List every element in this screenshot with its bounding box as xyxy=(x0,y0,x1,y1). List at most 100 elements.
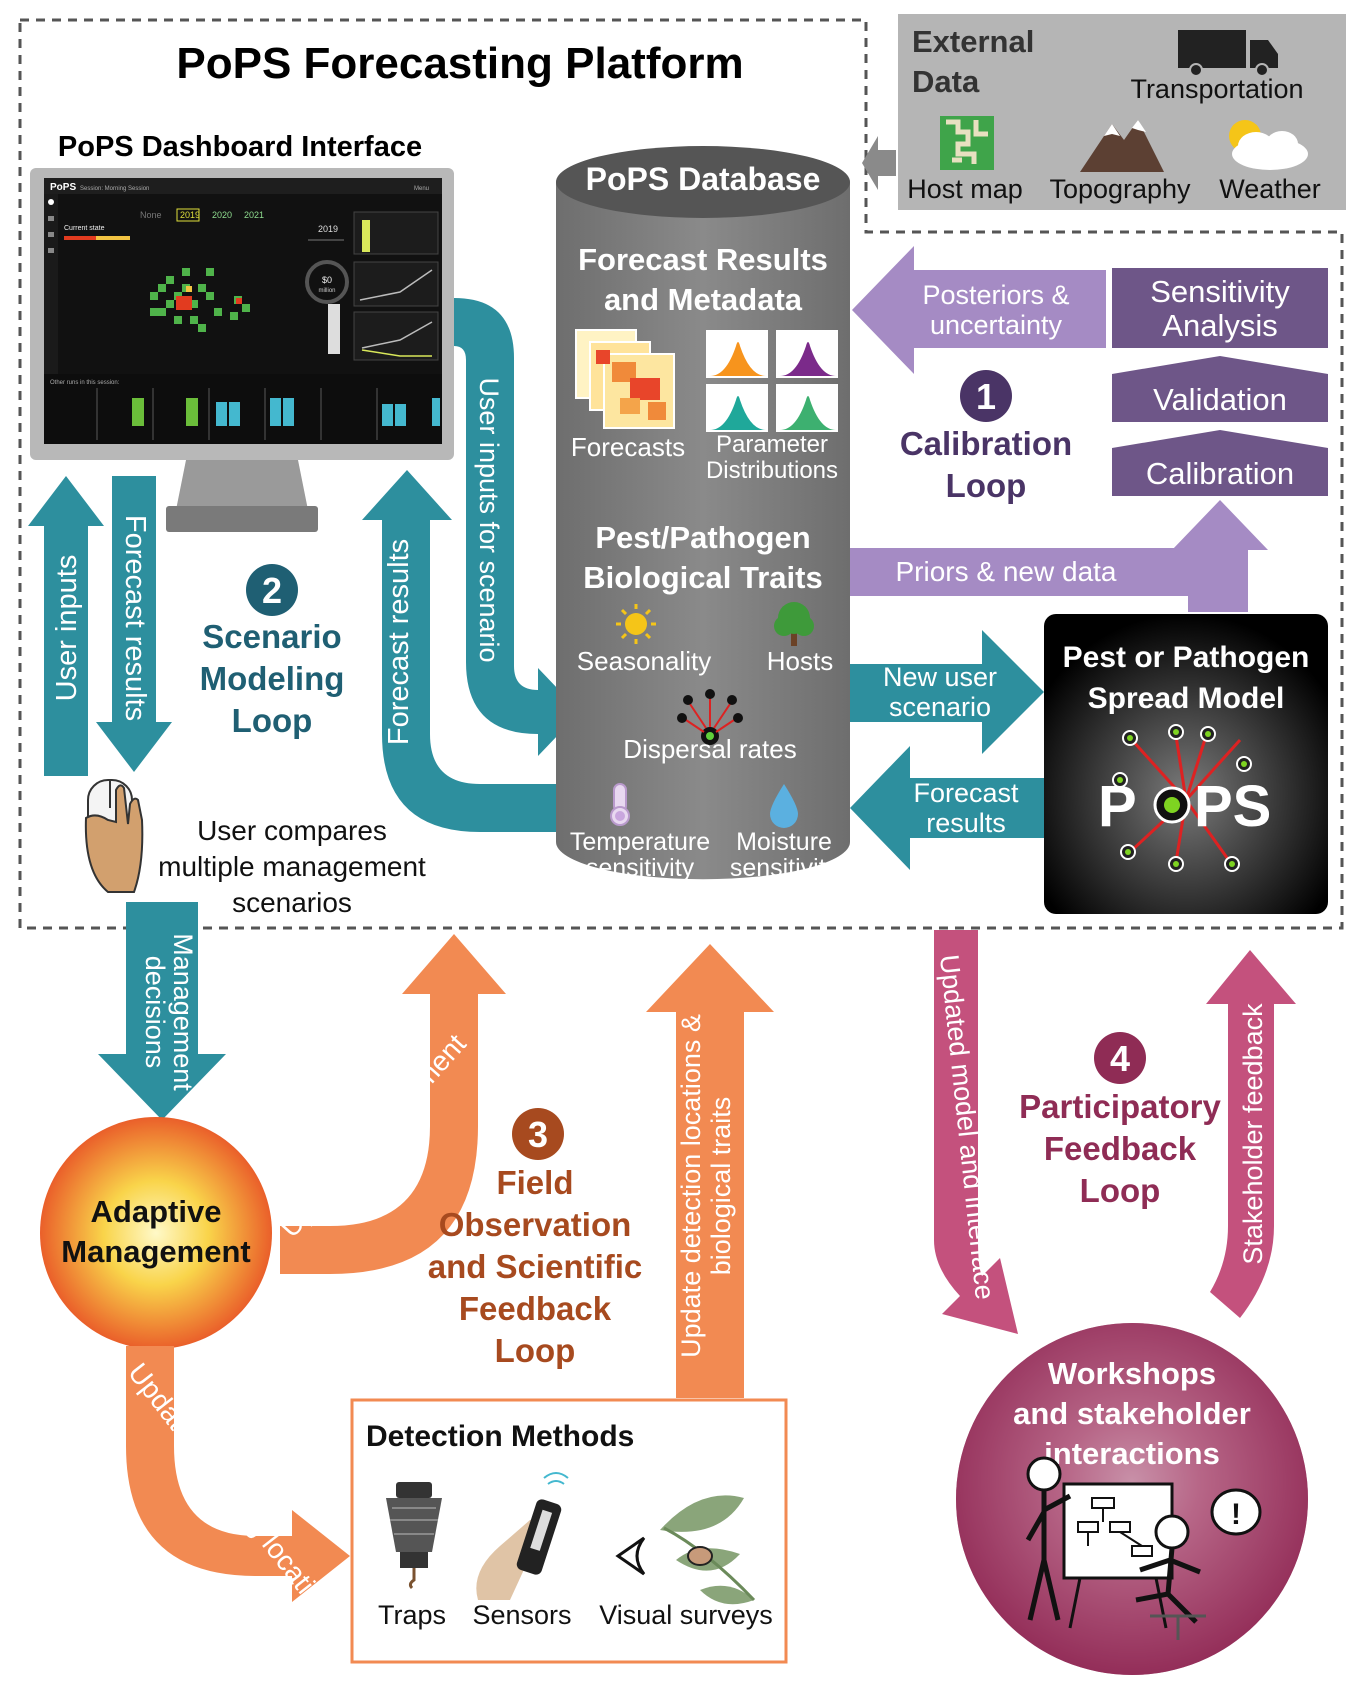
forecast-results-down-arrow xyxy=(96,476,172,772)
dashboard-gauge-value: $0 xyxy=(322,275,332,285)
workshops-label-2: and stakeholder xyxy=(1013,1396,1251,1431)
calibration-loop-label-2: Loop xyxy=(946,467,1027,504)
user-inputs-label: User inputs xyxy=(51,555,83,702)
water-drop-icon xyxy=(770,784,798,828)
dispersal-label: Dispersal rates xyxy=(623,734,796,764)
temp-label-2: sensitivity xyxy=(586,854,695,882)
field-loop-label-4: Feedback xyxy=(459,1290,612,1327)
forecast-back-label-2: results xyxy=(926,808,1006,838)
forecasts-label: Forecasts xyxy=(571,432,685,462)
participatory-number: 4 xyxy=(1110,1038,1130,1079)
weather-label: Weather xyxy=(1219,174,1321,204)
calibration-loop-label-1: Calibration xyxy=(900,425,1072,462)
dashboard-year-2019[interactable]: 2019 xyxy=(180,210,200,220)
scenario-loop-label-1: Scenario xyxy=(202,618,341,655)
validation-box xyxy=(1112,356,1328,422)
management-label-1: Management xyxy=(168,933,198,1091)
dispersal-icon xyxy=(677,689,743,745)
forecast-results-title-2: and Metadata xyxy=(604,282,803,317)
topography-label: Topography xyxy=(1049,174,1191,204)
stakeholder-people-icon: ! xyxy=(1025,1456,1262,1640)
parameter-label-1: Parameter xyxy=(716,431,828,458)
dashboard-year-display: 2019 xyxy=(318,224,338,234)
dashboard-year-2021[interactable]: 2021 xyxy=(244,210,264,220)
management-label-2: decisions xyxy=(140,956,170,1069)
dashboard-other-runs: Other runs in this session: xyxy=(50,380,120,386)
calibration-box-label: Calibration xyxy=(1146,456,1294,491)
dashboard-menu[interactable]: Menu xyxy=(414,186,429,192)
update-management-arrow xyxy=(280,934,506,1274)
posteriors-arrow xyxy=(852,246,1106,374)
external-data-arrow xyxy=(862,136,896,190)
pops-logo: P PS xyxy=(1098,724,1271,872)
database-cylinder: PoPS Database Forecast Results and Metad… xyxy=(556,146,850,882)
sensitivity-label-2: Analysis xyxy=(1162,308,1277,343)
workshops-label-3: interactions xyxy=(1044,1436,1220,1471)
update-sampling-arrow xyxy=(126,1346,350,1602)
forecast-results-up-arrow xyxy=(362,470,578,832)
spread-model-title-1: Pest or Pathogen xyxy=(1063,641,1310,674)
external-data-panel: External Data Transportation Host map To… xyxy=(898,14,1346,210)
dashboard-logo: PoPS xyxy=(50,182,76,193)
calibration-box xyxy=(1112,430,1328,496)
stakeholder-feedback-arrow xyxy=(1206,950,1296,1318)
host-map-icon xyxy=(940,116,994,170)
sensitivity-analysis-box xyxy=(1112,268,1328,348)
dashboard-year-none[interactable]: None xyxy=(140,210,162,220)
update-detection-arrow xyxy=(646,944,774,1398)
truck-icon xyxy=(1178,30,1278,77)
field-loop-label-1: Field xyxy=(496,1164,573,1201)
dashboard-gauge-unit: million xyxy=(318,288,335,294)
new-scenario-label-1: New user xyxy=(883,662,997,692)
database-title: PoPS Database xyxy=(586,161,821,197)
visual-surveys-label: Visual surveys xyxy=(599,1600,773,1630)
user-inputs-arrow xyxy=(28,476,104,776)
thermometer-icon xyxy=(610,783,630,826)
parameter-distributions-icon xyxy=(706,330,838,432)
platform-title: PoPS Forecasting Platform xyxy=(176,39,743,88)
update-detection-label-1: Update detection locations & xyxy=(676,1014,706,1358)
compare-label-3: scenarios xyxy=(232,887,352,918)
participatory-number-badge xyxy=(1094,1032,1146,1084)
scenario-loop-number: 2 xyxy=(262,570,282,611)
pops-logo-p: P xyxy=(1098,774,1137,839)
field-loop-label-2: Observation xyxy=(439,1206,632,1243)
dashboard-year-2020[interactable]: 2020 xyxy=(212,210,232,220)
stakeholder-feedback-label: Stakeholder feedback xyxy=(1238,1003,1268,1265)
posteriors-label-2: uncertainty xyxy=(930,310,1063,340)
transportation-label: Transportation xyxy=(1130,74,1303,104)
validation-label: Validation xyxy=(1153,382,1287,417)
user-inputs-scenario-label: User inputs for scenario xyxy=(474,377,504,662)
detection-title: Detection Methods xyxy=(366,1420,634,1453)
new-scenario-label-2: scenario xyxy=(889,692,991,722)
calibration-number-badge xyxy=(960,370,1012,422)
dashboard-session: Session: Morning Session xyxy=(80,186,149,192)
mouse-hand-icon xyxy=(84,779,144,893)
management-decisions-arrow xyxy=(98,902,226,1120)
external-data-title-2: Data xyxy=(912,64,980,99)
dashboard-monitor: PoPS Session: Morning Session Menu None … xyxy=(30,168,454,532)
updated-model-arrow xyxy=(934,930,1018,1334)
dashboard-label: PoPS Dashboard Interface xyxy=(58,131,422,163)
traps-label: Traps xyxy=(378,1600,446,1630)
traits-title-1: Pest/Pathogen xyxy=(595,520,810,555)
host-map-label: Host map xyxy=(907,174,1023,204)
sun-icon xyxy=(616,604,656,644)
adaptive-management-circle xyxy=(40,1117,272,1349)
forecast-results-up-label: Forecast results xyxy=(383,539,415,745)
forecast-results-title-1: Forecast Results xyxy=(578,242,828,277)
scenario-loop-number-badge xyxy=(246,564,298,616)
participatory-label-2: Feedback xyxy=(1044,1130,1197,1167)
sensors-label: Sensors xyxy=(472,1600,571,1630)
participatory-label-3: Loop xyxy=(1080,1172,1161,1209)
spread-model-box: Pest or Pathogen Spread Model P xyxy=(1044,614,1328,914)
priors-arrow xyxy=(850,500,1268,612)
field-loop-number: 3 xyxy=(528,1114,548,1155)
svg-text:!: ! xyxy=(1231,1498,1241,1531)
update-detection-label-2: biological traits xyxy=(706,1097,736,1276)
moist-label-2: sensitivity xyxy=(730,854,839,882)
spread-model-title-2: Spread Model xyxy=(1088,682,1285,715)
dashboard-current-state: Current state xyxy=(64,225,105,232)
sensitivity-label-1: Sensitivity xyxy=(1150,274,1290,309)
calibration-number: 1 xyxy=(976,376,996,417)
